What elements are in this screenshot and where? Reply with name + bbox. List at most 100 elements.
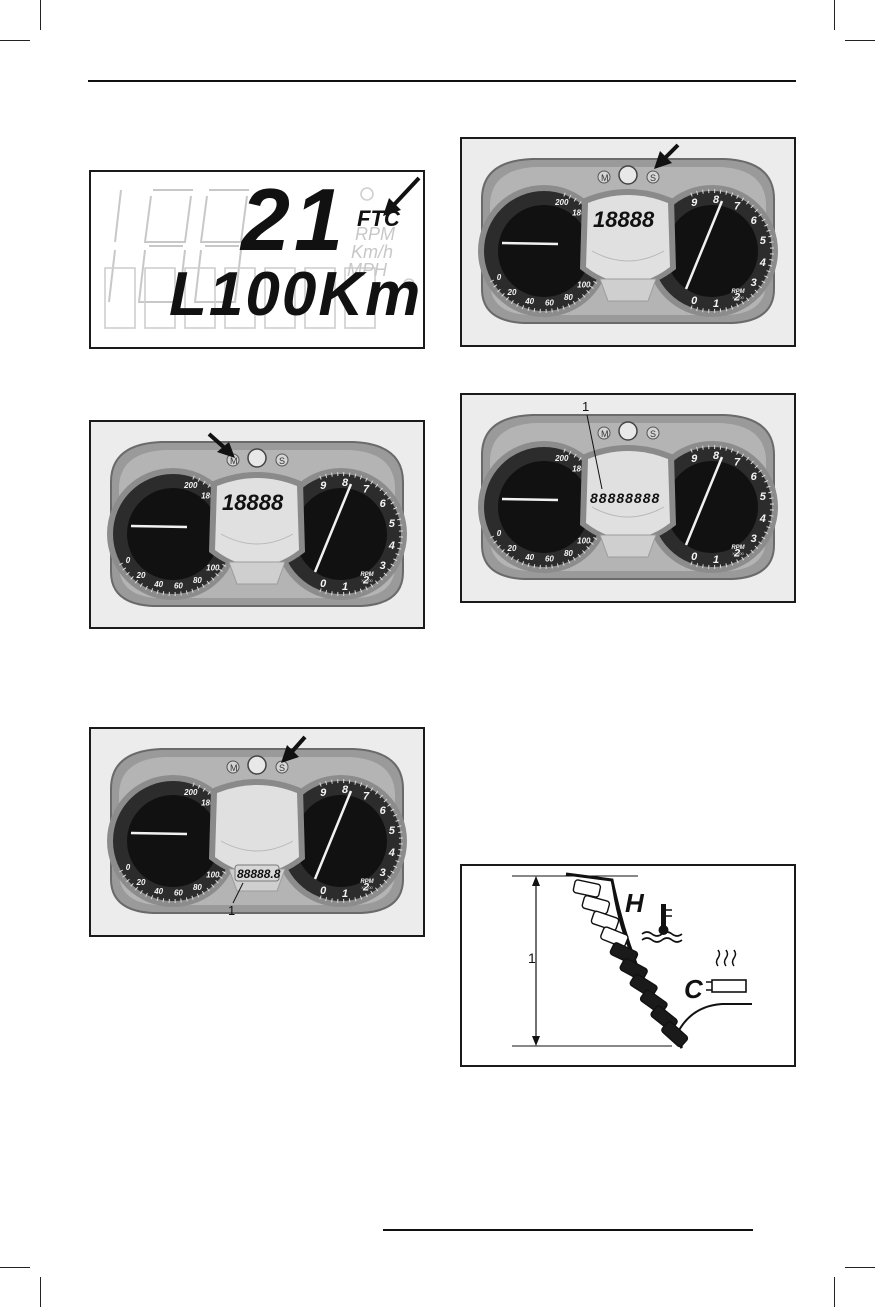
- speed-tick-label: 60: [174, 889, 183, 898]
- rpm-tick-label: 1: [713, 554, 719, 566]
- center-display: 18888: [222, 490, 284, 515]
- rpm-tick-label: 2: [362, 882, 369, 894]
- speed-needle: [501, 497, 559, 502]
- speed-tick-label: 20: [136, 571, 146, 580]
- button-m-label: M: [601, 429, 609, 439]
- heater-icon: [706, 949, 747, 993]
- speed-tick-label: 100: [206, 870, 220, 879]
- message-display: 88888888: [590, 490, 661, 506]
- crop-mark-bottom-right-h: [845, 1267, 875, 1268]
- rpm-needle: [313, 483, 353, 573]
- rpm-unit-label: RPM: [360, 879, 374, 885]
- temperature-gauge: [512, 872, 752, 1049]
- rpm-tick-label: 9: [320, 480, 327, 492]
- callout-number: 1: [582, 399, 590, 414]
- rpm-tick-label: 6: [751, 471, 758, 483]
- speed-tick-label: 100: [577, 536, 591, 545]
- rpm-tick-label: 8: [713, 450, 720, 462]
- lcd-trip-digits: 21: [241, 170, 347, 269]
- instrument-cluster: 2001801601401201008060402009876543210RPM…: [462, 139, 794, 345]
- rpm-tick-label: 4: [388, 847, 395, 859]
- rpm-unit-label: RPM: [731, 289, 745, 295]
- speed-tick-label: 0: [497, 529, 502, 538]
- rpm-needle: [313, 790, 353, 880]
- rpm-tick-label: 7: [363, 483, 370, 495]
- speed-tick-label: 100: [577, 280, 591, 289]
- rpm-tick-label: 7: [734, 200, 741, 212]
- rpm-tick-label: 3: [380, 560, 386, 572]
- speed-needle: [130, 524, 188, 529]
- thermometer-icon: [641, 904, 683, 943]
- rpm-tick-label: 0: [691, 551, 698, 563]
- temp-segment: [581, 894, 611, 915]
- figure-cluster-set-button-bottom: 2001801601401201008060402009876543210RPM…: [89, 727, 425, 937]
- figure-cluster-mode-button: 2001801601401201008060402009876543210RPM…: [89, 420, 425, 629]
- figure-temperature-gauge: H C 1: [460, 864, 796, 1067]
- rpm-tick-label: 8: [713, 194, 720, 206]
- bottom-display: 88888.8: [237, 867, 281, 881]
- speed-tick-label: 20: [507, 544, 517, 553]
- rpm-tick-label: 9: [691, 197, 698, 209]
- rpm-unit-label: RPM: [360, 572, 374, 578]
- rpm-tick-label: 1: [342, 888, 348, 900]
- speed-tick-label: 40: [524, 297, 534, 306]
- callout-number: 1: [528, 950, 536, 966]
- rpm-tick-label: 0: [320, 885, 327, 897]
- speed-needle: [501, 241, 559, 246]
- instrument-cluster: 2001801601401201008060402009876543210RPM…: [91, 422, 423, 627]
- rpm-tick-label: 3: [380, 867, 386, 879]
- speed-tick-label: 0: [126, 863, 131, 872]
- rpm-tick-label: 5: [760, 235, 767, 247]
- speed-tick-label: 20: [507, 288, 517, 297]
- speed-tick-label: 80: [193, 576, 202, 585]
- rpm-tick-label: 2: [733, 292, 740, 304]
- speed-tick-label: 80: [564, 549, 573, 558]
- rpm-tick-label: 8: [342, 477, 349, 489]
- rpm-tick-label: 9: [691, 453, 698, 465]
- speed-tick-label: 180: [572, 208, 586, 217]
- rpm-tick-label: 6: [380, 805, 387, 817]
- crop-mark-top-left-v: [40, 0, 41, 30]
- rpm-tick-label: 6: [380, 498, 387, 510]
- speed-tick-label: 0: [497, 273, 502, 282]
- lcd-message: L100Km: [169, 260, 423, 329]
- temp-segment: [619, 957, 648, 982]
- figure-cluster-set-button-top: 2001801601401201008060402009876543210RPM…: [460, 137, 796, 347]
- rpm-scale-label: X1000: [361, 885, 373, 890]
- speed-tick-label: 60: [174, 582, 183, 591]
- rpm-tick-label: 7: [363, 790, 370, 802]
- instrument-cluster: 2001801601401201008060402009876543210RPM…: [91, 729, 423, 935]
- rpm-tick-label: 4: [759, 257, 766, 269]
- label-cold: C: [684, 974, 703, 1004]
- rpm-scale-label: X1000: [732, 295, 744, 300]
- rpm-tick-label: 5: [389, 518, 396, 530]
- rpm-tick-label: 6: [751, 215, 758, 227]
- callout-number: 1: [228, 903, 236, 918]
- arrow-icon: [654, 143, 680, 169]
- speed-tick-label: 180: [201, 491, 215, 500]
- temp-segment: [590, 910, 620, 932]
- rpm-needle: [684, 200, 724, 290]
- speed-tick-label: 200: [554, 454, 569, 463]
- arrow-icon: [232, 735, 307, 904]
- rpm-tick-label: 7: [734, 456, 741, 468]
- rpm-tick-label: 5: [389, 825, 396, 837]
- speed-tick-label: 40: [524, 553, 534, 562]
- speed-tick-label: 80: [193, 883, 202, 892]
- speed-tick-label: 0: [126, 556, 131, 565]
- rpm-tick-label: 2: [362, 575, 369, 587]
- speed-tick-label: 60: [545, 299, 554, 308]
- rpm-tick-label: 9: [320, 787, 327, 799]
- crop-mark-bottom-left-h: [0, 1267, 30, 1268]
- button-m-label: M: [230, 763, 238, 773]
- speed-tick-label: 200: [554, 198, 569, 207]
- temp-segment: [609, 942, 639, 965]
- crop-mark-bottom-right-v: [834, 1277, 835, 1307]
- speed-tick-label: 20: [136, 878, 146, 887]
- arrow-icon: [383, 176, 421, 216]
- button-s-label: S: [279, 763, 286, 773]
- footer-rule: [383, 1229, 753, 1231]
- speed-needle: [130, 831, 188, 836]
- rpm-tick-label: 1: [713, 298, 719, 310]
- crop-mark-bottom-left-v: [40, 1277, 41, 1307]
